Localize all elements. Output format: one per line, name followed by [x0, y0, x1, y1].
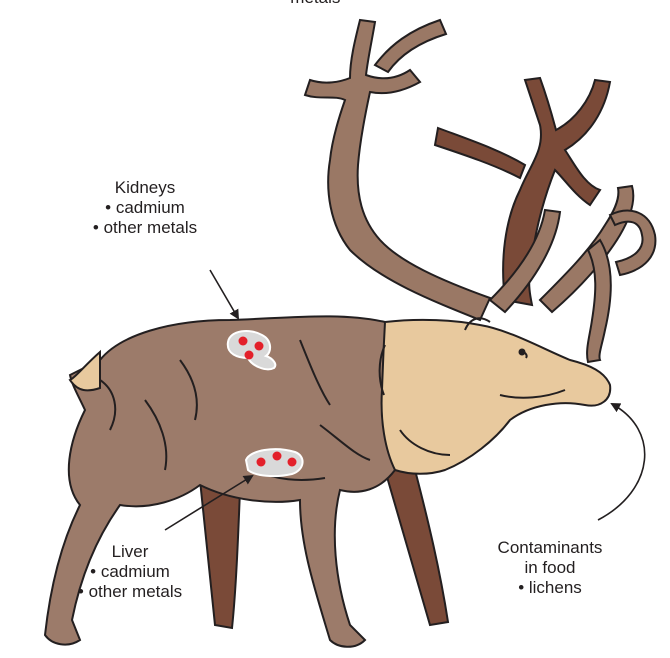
front-antler: [305, 20, 655, 362]
food-line: • lichens: [470, 578, 630, 598]
liver-item: • other metals: [45, 582, 215, 602]
liver-label: Liver • cadmium • other metals: [45, 542, 215, 602]
kidneys-arrow: [210, 270, 238, 318]
liver-contaminant-dot: [273, 452, 282, 461]
food-line: Contaminants: [470, 538, 630, 558]
food-line: in food: [470, 558, 630, 578]
liver-contaminant-dot: [288, 458, 297, 467]
kidney-contaminant-dot: [255, 342, 264, 351]
top-label: • metals: [240, 0, 380, 8]
kidneys-title: Kidneys: [60, 178, 230, 198]
liver-organ: [246, 449, 303, 476]
liver-item: • cadmium: [45, 562, 215, 582]
food-arrow: [598, 404, 645, 520]
liver-title: Liver: [45, 542, 215, 562]
kidney-contaminant-dot: [245, 351, 254, 360]
kidneys-item: • other metals: [60, 218, 230, 238]
top-label-line: • metals: [240, 0, 380, 8]
kidneys-item: • cadmium: [60, 198, 230, 218]
liver-contaminant-dot: [257, 458, 266, 467]
kidneys-label: Kidneys • cadmium • other metals: [60, 178, 230, 238]
kidney-contaminant-dot: [239, 337, 248, 346]
food-label: Contaminants in food • lichens: [470, 538, 630, 598]
